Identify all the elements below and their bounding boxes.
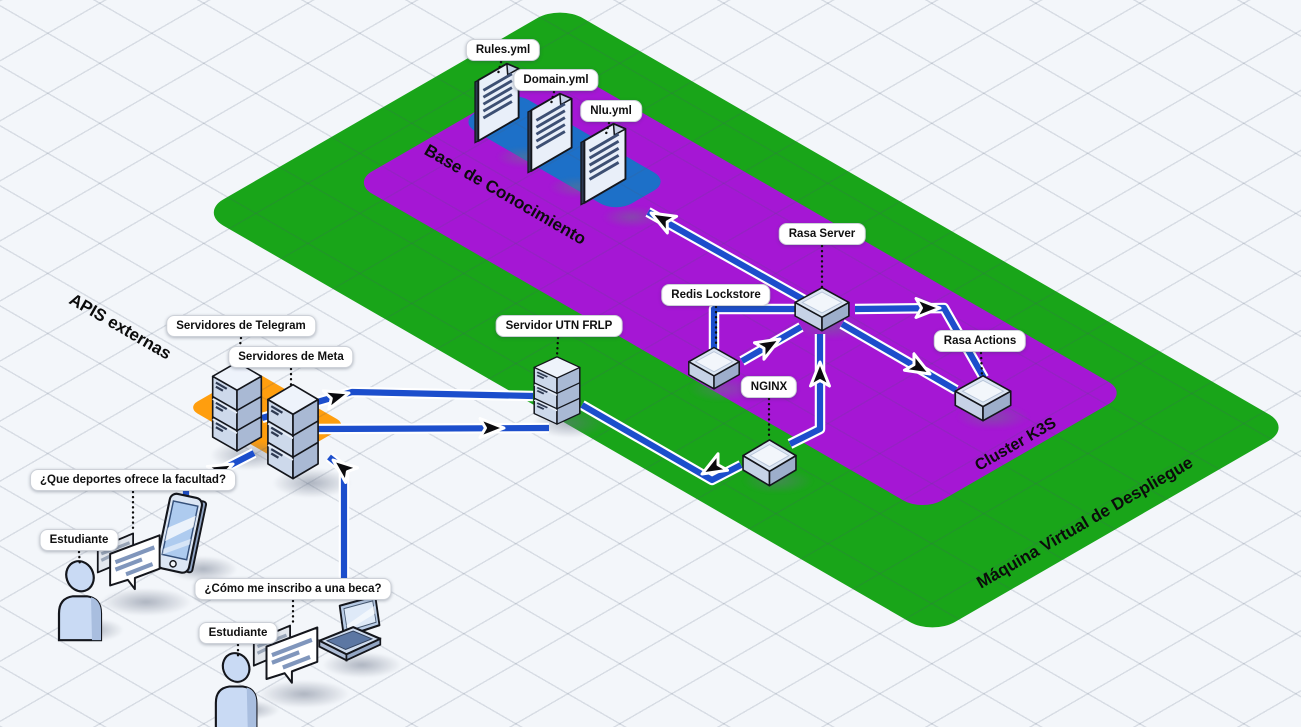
arrowhead [752, 337, 782, 361]
arrowhead [914, 297, 942, 319]
label-rasa-actions[interactable]: Rasa Actions [933, 330, 1027, 352]
arrowhead [700, 452, 730, 476]
arrowhead [809, 360, 831, 388]
label-redis-lockstore[interactable]: Redis Lockstore [661, 284, 771, 306]
label-question-grant[interactable]: ¿Cómo me inscribo a una beca? [194, 578, 392, 600]
arrowhead [321, 389, 351, 411]
label-nginx[interactable]: NGINX [740, 376, 798, 398]
arrowhead [902, 352, 932, 376]
label-rules-yml[interactable]: Rules.yml [465, 39, 541, 61]
label-utn-server[interactable]: Servidor UTN FRLP [495, 315, 623, 337]
label-question-sports[interactable]: ¿Que deportes ofrece la facultad? [30, 469, 236, 491]
label-student-2[interactable]: Estudiante [198, 622, 278, 644]
label-domain-yml[interactable]: Domain.yml [513, 69, 599, 91]
arrowhead [478, 417, 506, 439]
label-student-1[interactable]: Estudiante [39, 529, 119, 551]
label-nlu-yml[interactable]: Nlu.yml [580, 100, 642, 122]
label-rasa-server[interactable]: Rasa Server [778, 223, 866, 245]
label-meta-servers[interactable]: Servidores de Meta [228, 346, 354, 368]
label-telegram-servers[interactable]: Servidores de Telegram [166, 315, 316, 337]
